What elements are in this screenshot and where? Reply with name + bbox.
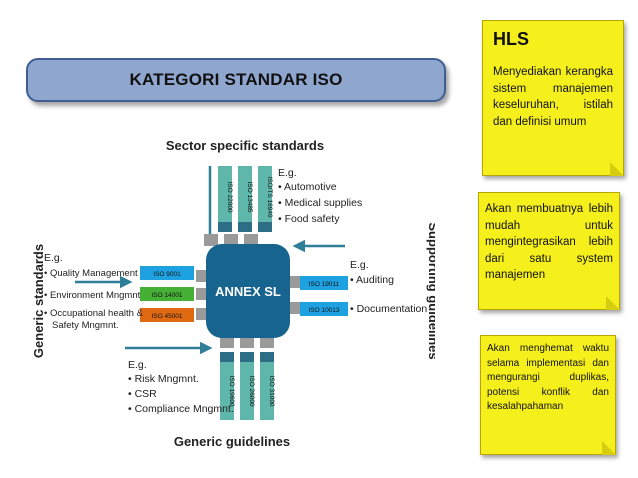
left-heading: Generic standards [31, 244, 46, 358]
note-hls: HLS Menyediakan kerangka sistem manajeme… [482, 20, 624, 176]
list-item: • Occupational health & [44, 308, 144, 319]
connector-tab [288, 276, 300, 288]
connector-tab [244, 234, 258, 246]
svg-text:ISO 10013: ISO 10013 [308, 307, 339, 314]
connector-tab [196, 308, 208, 320]
top-chip: ISO/TS 16949 [258, 166, 273, 232]
title-banner: KATEGORI STANDAR ISO [26, 58, 446, 102]
top-chip: ISO 13485 [238, 166, 253, 232]
list-item: • Documentation [350, 303, 427, 315]
svg-text:ISO 14001: ISO 14001 [151, 292, 182, 299]
bottom-eg-label: E.g. [128, 359, 147, 371]
note-integrate-text: Akan membuatnya lebih mudah untuk mengin… [485, 203, 613, 281]
connector-tab [196, 270, 208, 282]
list-item: • Compliance Mngmnt. [128, 403, 234, 415]
annex-sl-box [206, 244, 290, 338]
list-item: • Environment Mngmnt [44, 290, 141, 301]
bottom-chip: ISO 31000 [260, 352, 275, 420]
note-fold-icon [606, 296, 620, 310]
list-item: Safety Mngmnt. [52, 320, 119, 331]
list-item: • Risk Mngmnt. [128, 373, 199, 385]
annex-sl-label: ANNEX SL [215, 284, 281, 299]
connector-tab [220, 336, 234, 348]
connector-tab [196, 288, 208, 300]
list-item: • Food safety [278, 213, 340, 225]
iso-diagram: Sector specific standards Generic guidel… [31, 138, 435, 449]
bottom-chip: ISO 26000 [240, 352, 255, 420]
note-save: Akan menghemat waktu selama implementasi… [480, 335, 616, 455]
top-chip: ISO 22000 [218, 166, 233, 232]
right-eg-label: E.g. [350, 259, 369, 271]
connector-tab [288, 302, 300, 314]
list-item: • Auditing [350, 274, 394, 286]
note-fold-icon [602, 441, 616, 455]
list-item: • Quality Management [44, 268, 138, 279]
right-chip: ISO 10013 [300, 302, 348, 316]
left-chip: ISO 14001 [140, 287, 194, 301]
right-chip: ISO 19011 [300, 276, 348, 290]
svg-text:ISO 13485: ISO 13485 [246, 181, 253, 212]
left-chip: ISO 45001 [140, 308, 194, 322]
list-item: • CSR [128, 388, 157, 400]
note-hls-text: Menyediakan kerangka sistem manajemen ke… [493, 66, 613, 128]
top-eg-label: E.g. [278, 167, 297, 179]
connector-tab [240, 336, 254, 348]
left-chip: ISO 9001 [140, 266, 194, 280]
bottom-chip: ISO 19600 [220, 352, 235, 420]
note-fold-icon [610, 162, 624, 176]
svg-text:ISO 9001: ISO 9001 [153, 271, 181, 278]
bottom-heading: Generic guidelines [174, 434, 290, 449]
note-integrate: Akan membuatnya lebih mudah untuk mengin… [478, 192, 620, 310]
svg-text:ISO/TS 16949: ISO/TS 16949 [266, 176, 273, 218]
connector-tab [224, 234, 238, 246]
list-item: • Medical supplies [278, 197, 362, 209]
list-item: • Automotive [278, 181, 337, 193]
note-hls-heading: HLS [493, 29, 529, 49]
top-heading: Sector specific standards [166, 138, 324, 153]
connector-tab [260, 336, 274, 348]
connector-tab [204, 234, 218, 246]
svg-text:ISO 26000: ISO 26000 [248, 375, 255, 406]
right-heading: Supporting guidelines [426, 222, 435, 359]
left-eg-label: E.g. [44, 252, 63, 264]
svg-text:ISO 19600: ISO 19600 [228, 375, 235, 406]
svg-text:ISO 19011: ISO 19011 [309, 281, 340, 288]
page-title: KATEGORI STANDAR ISO [129, 70, 343, 89]
svg-text:ISO 22000: ISO 22000 [226, 181, 233, 212]
note-save-text: Akan menghemat waktu selama implementasi… [487, 343, 609, 412]
svg-text:ISO 31000: ISO 31000 [268, 375, 275, 406]
svg-text:ISO 45001: ISO 45001 [151, 313, 182, 320]
